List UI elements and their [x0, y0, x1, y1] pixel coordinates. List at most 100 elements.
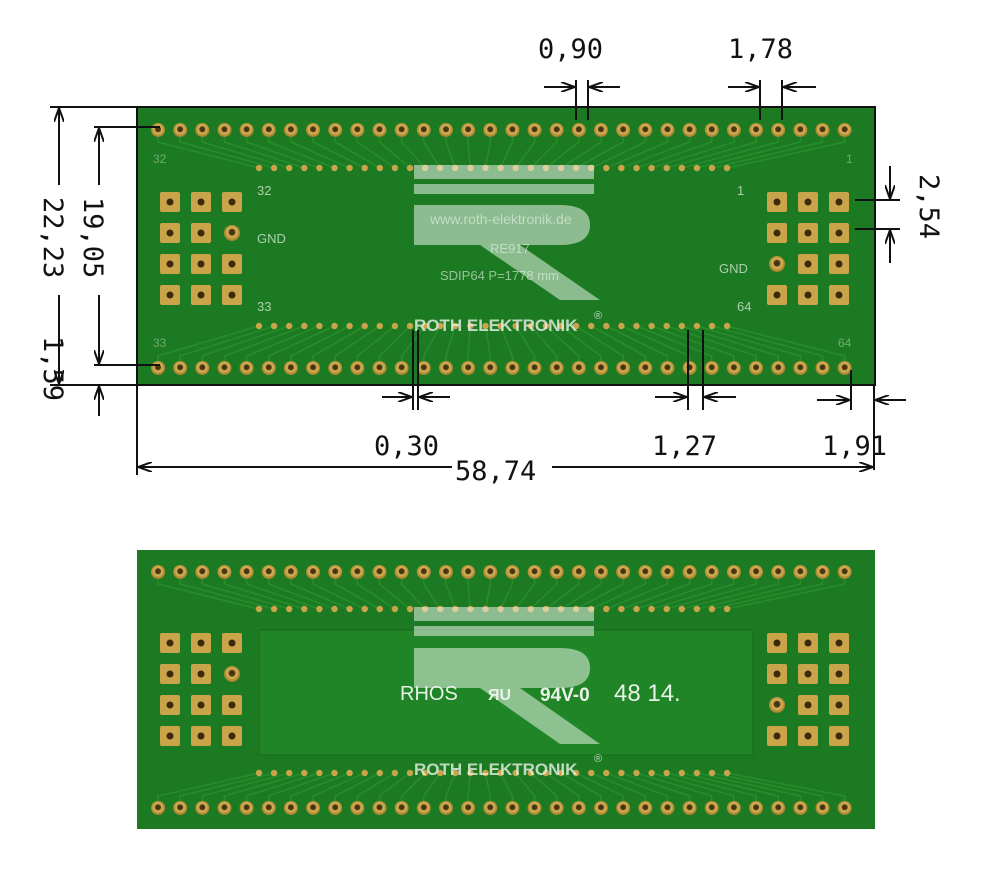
edge-32-label: 32	[153, 152, 167, 166]
small-pad	[482, 322, 489, 330]
small-pad	[527, 322, 534, 330]
round-pad	[483, 801, 498, 815]
round-pad	[372, 565, 387, 579]
round-pad	[151, 361, 165, 375]
pad-hole	[773, 198, 781, 206]
pad-hole	[166, 701, 174, 709]
gnd-left-label: GND	[257, 231, 286, 246]
round-pad	[682, 123, 697, 137]
round-pad	[372, 123, 387, 137]
round-pad	[173, 123, 188, 137]
top-brand-label: ROTH ELEKTRONIK	[414, 316, 578, 335]
round-pad	[306, 801, 321, 815]
round-pad	[594, 801, 608, 815]
round-pad	[217, 123, 232, 137]
small-pad	[618, 322, 625, 330]
small-pad	[391, 769, 399, 777]
round-pad	[837, 801, 852, 815]
round-pad	[394, 801, 409, 815]
round-pad	[483, 565, 498, 579]
top-url-label: www.roth-elektronik.de	[429, 211, 572, 227]
dim-left-inner: 19,05	[77, 197, 108, 278]
small-pad	[497, 322, 504, 330]
small-pad	[316, 164, 323, 172]
round-pad	[483, 123, 498, 137]
round-pad	[151, 123, 165, 137]
dim-right-pitch: 2,54	[913, 174, 944, 239]
pad-hole	[166, 670, 174, 678]
pin-32-label: 32	[257, 183, 271, 198]
round-pad	[726, 361, 741, 375]
small-pad	[270, 322, 278, 330]
small-pad	[301, 605, 308, 613]
round-pad	[571, 801, 586, 815]
small-pad	[361, 769, 368, 777]
dim-top-pad: 1,78	[728, 34, 793, 65]
small-pad	[406, 605, 414, 613]
round-pad	[793, 123, 808, 137]
small-pad	[376, 769, 383, 777]
round-pad	[306, 565, 321, 579]
round-pad	[195, 123, 210, 137]
round-pad	[505, 123, 520, 137]
small-pad	[376, 322, 383, 330]
round-pad	[749, 123, 764, 137]
small-pad	[663, 769, 670, 777]
edge-64-label: 64	[838, 336, 852, 350]
round-pad	[372, 361, 387, 375]
small-pad	[723, 322, 731, 330]
pad-hole	[166, 229, 174, 237]
pad-hole	[197, 701, 205, 709]
small-pad	[693, 164, 701, 172]
dim-left-edge: 1,59	[37, 336, 68, 401]
round-pad	[505, 565, 520, 579]
round-pad	[261, 565, 276, 579]
small-pad	[542, 769, 550, 777]
pad-hole	[773, 291, 781, 299]
round-pad	[461, 801, 476, 815]
small-pad	[603, 769, 610, 777]
round-pad	[283, 565, 298, 579]
pad-hole	[773, 732, 781, 740]
top-spec-label: SDIP64 P=1778 mm	[440, 268, 559, 283]
bottom-gnd-pads-left	[160, 633, 242, 746]
round-pad	[239, 565, 254, 579]
pad-hole	[166, 291, 174, 299]
round-pad	[549, 123, 564, 137]
small-pad	[663, 605, 670, 613]
round-pad	[527, 801, 542, 815]
round-pad	[726, 801, 741, 815]
round-pad	[416, 565, 431, 579]
round-pad	[195, 361, 210, 375]
pad-hole	[804, 229, 812, 237]
bottom-rating-label: 94V-0	[540, 685, 590, 706]
small-pad	[572, 769, 580, 777]
round-pad	[660, 565, 675, 579]
round-pad	[594, 361, 608, 375]
pad-hole	[166, 639, 174, 647]
pad-hole	[835, 291, 843, 299]
bottom-board: RHOS ЯU 94V-0 48 14. ROTH ELEKTRONIK ®	[137, 550, 875, 829]
pad-hole	[228, 732, 236, 740]
small-pad	[603, 164, 610, 172]
edge-33-label: 33	[153, 336, 167, 350]
pad-hole	[835, 260, 843, 268]
round-pad	[151, 801, 165, 815]
small-pad	[391, 605, 399, 613]
small-pad	[301, 164, 308, 172]
small-pad	[301, 322, 308, 330]
round-pad	[416, 123, 431, 137]
small-pad	[678, 605, 685, 613]
round-pad	[571, 565, 586, 579]
small-pad	[346, 769, 353, 777]
round-pad	[527, 123, 542, 137]
round-pad	[638, 801, 653, 815]
round-pad	[394, 565, 409, 579]
round-pad	[660, 801, 675, 815]
pad-hole	[197, 260, 205, 268]
small-pad	[512, 769, 519, 777]
dim-bottom-edge: 1,91	[822, 431, 887, 462]
round-pad	[239, 123, 254, 137]
bottom-roth-logo-mark	[414, 607, 600, 744]
